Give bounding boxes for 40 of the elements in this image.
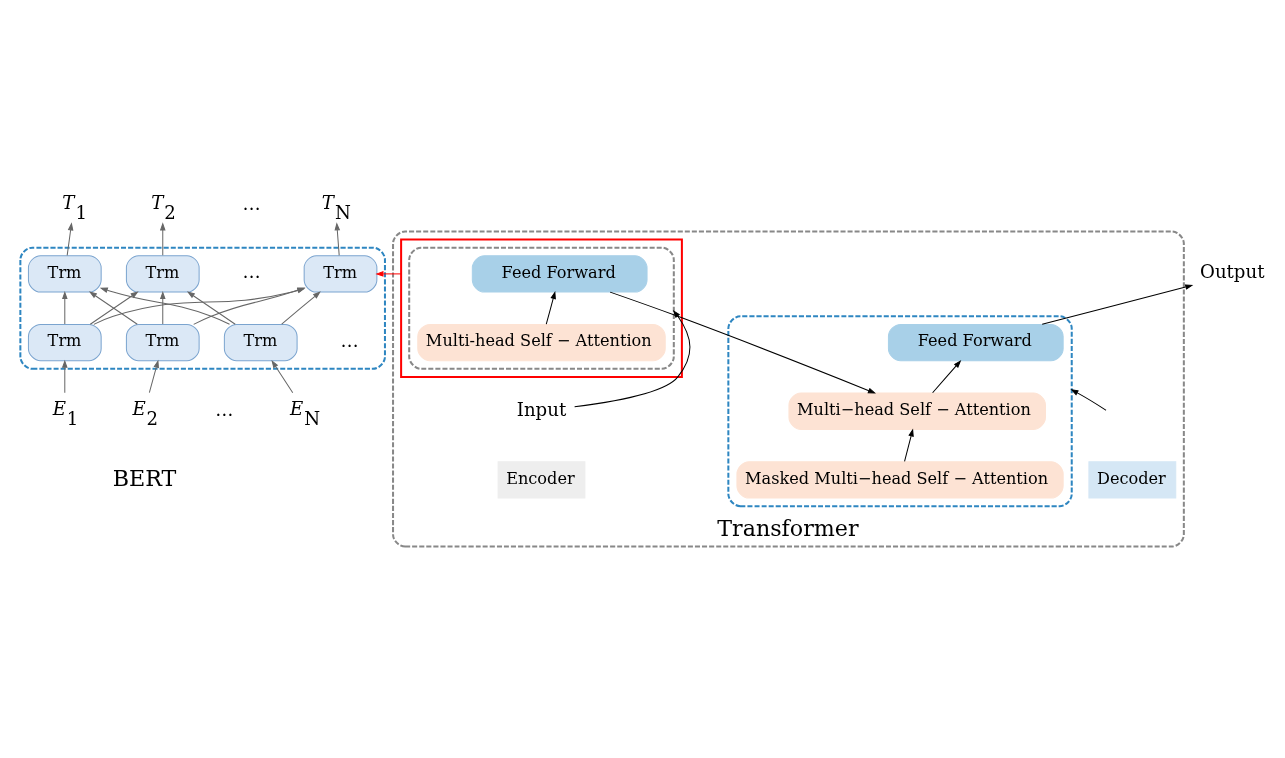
node-box: Trm xyxy=(303,254,378,293)
cluster xyxy=(727,314,1073,507)
label: … xyxy=(340,329,359,351)
node-box: Multi−head Self − Attention xyxy=(788,392,1046,430)
label: … xyxy=(242,192,261,214)
arrow xyxy=(66,221,74,256)
arrow xyxy=(545,290,556,325)
arrow xyxy=(271,359,294,393)
node-text: Input xyxy=(516,398,567,420)
node-box: Decoder xyxy=(1088,460,1177,499)
node-box: Trm xyxy=(27,254,102,293)
label: BERT xyxy=(112,464,177,491)
arrow xyxy=(574,309,691,407)
node-box: Masked Multi−head Self − Attention xyxy=(736,460,1064,499)
node-box: Multi-head Self − Attention xyxy=(417,323,666,361)
node-box: Trm xyxy=(125,254,200,293)
arrow xyxy=(61,290,68,325)
arrow xyxy=(186,290,236,325)
arrow xyxy=(1041,283,1194,325)
arrow xyxy=(159,221,166,256)
label: … xyxy=(215,398,234,420)
node-box: Trm xyxy=(125,323,200,361)
arrow xyxy=(932,359,962,393)
arrow xyxy=(334,221,341,256)
label: … xyxy=(242,260,261,282)
cluster xyxy=(408,246,675,370)
arrow xyxy=(904,427,914,462)
arrow xyxy=(609,291,876,394)
node-box: Trm xyxy=(223,323,298,361)
arrow xyxy=(1070,388,1107,411)
arrow xyxy=(99,287,231,325)
arrow xyxy=(281,290,321,325)
node-box: Feed Forward xyxy=(471,254,648,293)
node-box: Trm xyxy=(27,323,102,361)
arrow xyxy=(61,359,68,393)
arrow xyxy=(148,359,159,393)
arrow xyxy=(375,270,402,277)
node-box: Feed Forward xyxy=(887,323,1064,361)
node-text: Output xyxy=(1200,260,1265,282)
arrow xyxy=(159,290,166,325)
